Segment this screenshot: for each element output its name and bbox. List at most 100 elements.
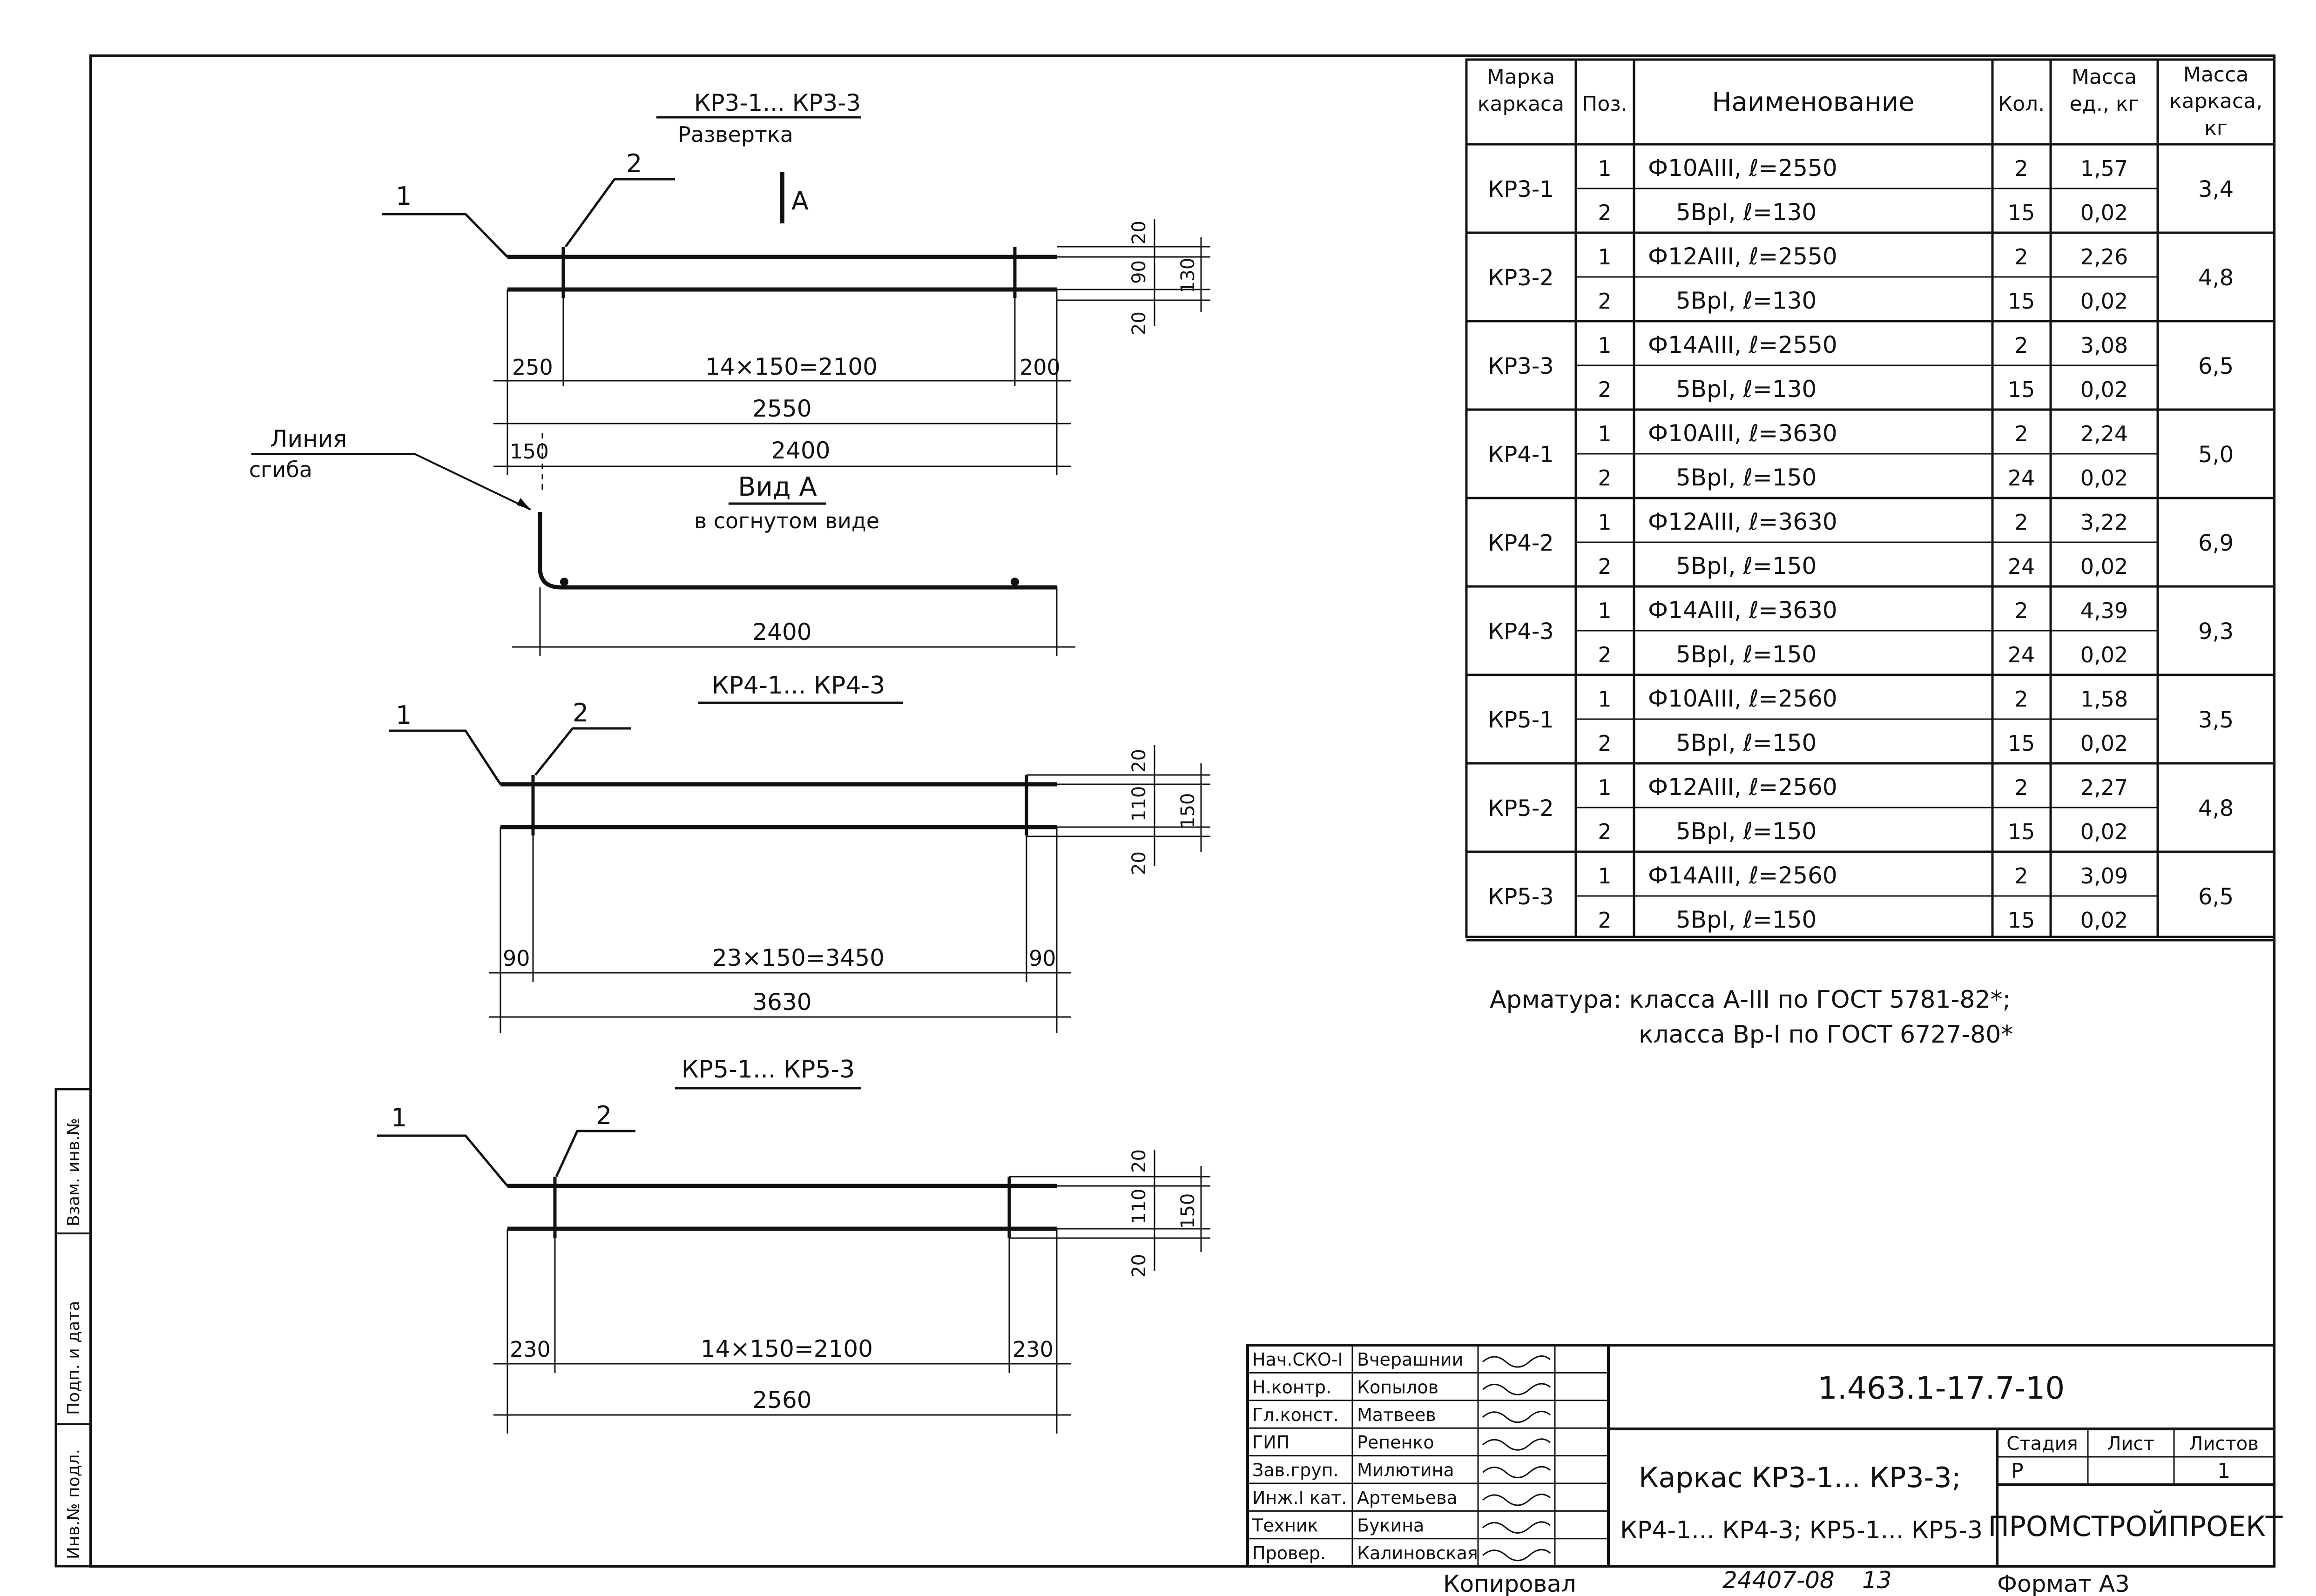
th-frame-mass-3: кг (2204, 116, 2228, 140)
row-pos: 1 (1598, 333, 1611, 358)
kr3-view-title: Вид А (738, 472, 817, 502)
row-mass: 0,02 (2080, 465, 2128, 491)
row-name: Ф14АIII, ℓ=2550 (1648, 331, 1837, 358)
staff-role: Техник (1252, 1515, 1318, 1535)
row-qty: 24 (2008, 554, 2035, 579)
frame-total-mass: 3,4 (2198, 176, 2234, 202)
kr5-dim-v150: 150 (1177, 1193, 1199, 1229)
row-pos: 2 (1598, 200, 1611, 225)
kr4-dim-left: 90 (503, 946, 530, 971)
kr4-dim-total: 3630 (752, 989, 811, 1016)
row-name: Ф12АIII, ℓ=2560 (1648, 774, 1837, 801)
kr4-dim-pitch: 23×150=3450 (712, 944, 885, 971)
kr5-dim-left: 230 (510, 1337, 551, 1362)
row-qty: 24 (2008, 465, 2035, 491)
staff-role: ГИП (1252, 1432, 1290, 1453)
row-name: 5ВрI, ℓ=150 (1676, 641, 1816, 668)
row-name: Ф12АIII, ℓ=3630 (1648, 508, 1837, 535)
footer: Копировал 24407-08 13 Формат А3 (1443, 1567, 2130, 1596)
kr5-dim-total: 2560 (752, 1387, 811, 1414)
kr3-dim-total: 2550 (752, 395, 811, 422)
row-qty: 2 (2014, 863, 2028, 889)
staff-name: Репенко (1357, 1432, 1434, 1453)
row-mass: 0,02 (2080, 200, 2128, 225)
footer-copied: Копировал (1443, 1570, 1576, 1596)
kr4-dim-v20-bottom: 20 (1128, 851, 1150, 875)
kr3-dim-left: 250 (512, 355, 553, 380)
row-qty: 2 (2014, 598, 2028, 623)
row-pos: 2 (1598, 908, 1611, 933)
th-unit-mass-2: ед., кг (2069, 92, 2139, 116)
kr4-title: КР4-1... КР4-3 (712, 672, 885, 700)
frame-total-mass: 6,9 (2198, 530, 2234, 556)
kr4-leader-1: 1 (396, 700, 412, 730)
row-name: 5ВрI, ℓ=130 (1676, 287, 1816, 314)
signature (1482, 1411, 1551, 1423)
signature (1482, 1549, 1551, 1562)
signature (1482, 1521, 1551, 1534)
kr4-leader-2: 2 (573, 698, 588, 727)
row-name: Ф14АIII, ℓ=2560 (1648, 862, 1837, 889)
row-name: Ф14АIII, ℓ=3630 (1648, 597, 1837, 624)
row-pos: 2 (1598, 289, 1611, 314)
tb-stage-label: Стадия (2006, 1433, 2078, 1455)
row-qty: 15 (2008, 908, 2035, 933)
row-qty: 15 (2008, 200, 2035, 225)
row-qty: 2 (2014, 244, 2028, 269)
row-name: 5ВрI, ℓ=150 (1676, 552, 1816, 579)
row-mass: 2,26 (2080, 244, 2128, 269)
kr5-dim-right: 230 (1013, 1337, 1053, 1362)
row-pos: 1 (1598, 421, 1611, 446)
row-pos: 1 (1598, 510, 1611, 535)
row-name: 5ВрI, ℓ=150 (1676, 818, 1816, 845)
tb-stage-value: Р (2011, 1459, 2024, 1483)
row-pos: 2 (1598, 731, 1611, 756)
kr3-dim-2400: 2400 (771, 437, 830, 464)
frame-total-mass: 4,8 (2198, 265, 2234, 291)
kr4-dim-v150: 150 (1177, 793, 1199, 828)
notes-line-1: Арматура: класса А-III по ГОСТ 5781-82*; (1490, 986, 2011, 1014)
frame-total-mass: 5,0 (2198, 442, 2234, 468)
frame-total-mass: 3,5 (2198, 707, 2234, 733)
frame-mark: КР5-2 (1488, 795, 1553, 822)
row-name: 5ВрI, ℓ=150 (1676, 906, 1816, 933)
row-pos: 2 (1598, 465, 1611, 491)
staff-name: Копылов (1357, 1377, 1438, 1397)
tb-organization: ПРОМСТРОЙПРОЕКТ (1988, 1509, 2283, 1543)
kr5-dim-v20-top: 20 (1128, 1149, 1150, 1173)
frame-total-mass: 6,5 (2198, 353, 2234, 379)
staff-name: Милютина (1357, 1460, 1454, 1481)
kr3-dim-v20-bottom: 20 (1128, 311, 1150, 335)
frame-total-mass: 4,8 (2198, 795, 2234, 822)
row-pos: 1 (1598, 863, 1611, 889)
row-name: 5ВрI, ℓ=130 (1676, 376, 1816, 403)
row-qty: 15 (2008, 377, 2035, 402)
kr5-dim-pitch: 14×150=2100 (701, 1335, 873, 1362)
kr3-bend-label-1: Линия (270, 425, 347, 452)
frame-mark: КР3-1 (1488, 176, 1553, 202)
th-name: Наименование (1712, 87, 1914, 117)
th-frame-mass-1: Масса (2183, 63, 2248, 87)
signature (1482, 1466, 1551, 1479)
kr3-title: КР3-1... КР3-3 (694, 89, 861, 116)
row-mass: 2,27 (2080, 775, 2128, 800)
row-name: Ф10АIII, ℓ=3630 (1648, 420, 1837, 447)
row-mass: 3,08 (2080, 333, 2128, 358)
staff-name: Вчерашнии (1357, 1349, 1463, 1370)
tb-code: 1.463.1-17.7-10 (1818, 1370, 2065, 1406)
tb-title-line-1: Каркас КР3-1... КР3-3; (1639, 1461, 1961, 1494)
row-qty: 15 (2008, 819, 2035, 844)
row-qty: 2 (2014, 156, 2028, 181)
row-pos: 1 (1598, 156, 1611, 181)
row-mass: 3,09 (2080, 863, 2128, 889)
row-pos: 1 (1598, 244, 1611, 269)
notes: Арматура: класса А-III по ГОСТ 5781-82*;… (1490, 986, 2013, 1049)
row-name: 5ВрI, ℓ=150 (1676, 729, 1816, 756)
frame-mark: КР4-1 (1488, 442, 1553, 468)
kr3-bent-profile (538, 512, 1057, 590)
kr3-dim-v90: 90 (1128, 260, 1150, 284)
row-mass: 0,02 (2080, 289, 2128, 314)
side-strip: Инв.№ подл. Подп. и дата Взам. инв.№ (54, 1088, 92, 1568)
row-mass: 0,02 (2080, 642, 2128, 667)
tb-sheets-label: Листов (2189, 1433, 2258, 1455)
